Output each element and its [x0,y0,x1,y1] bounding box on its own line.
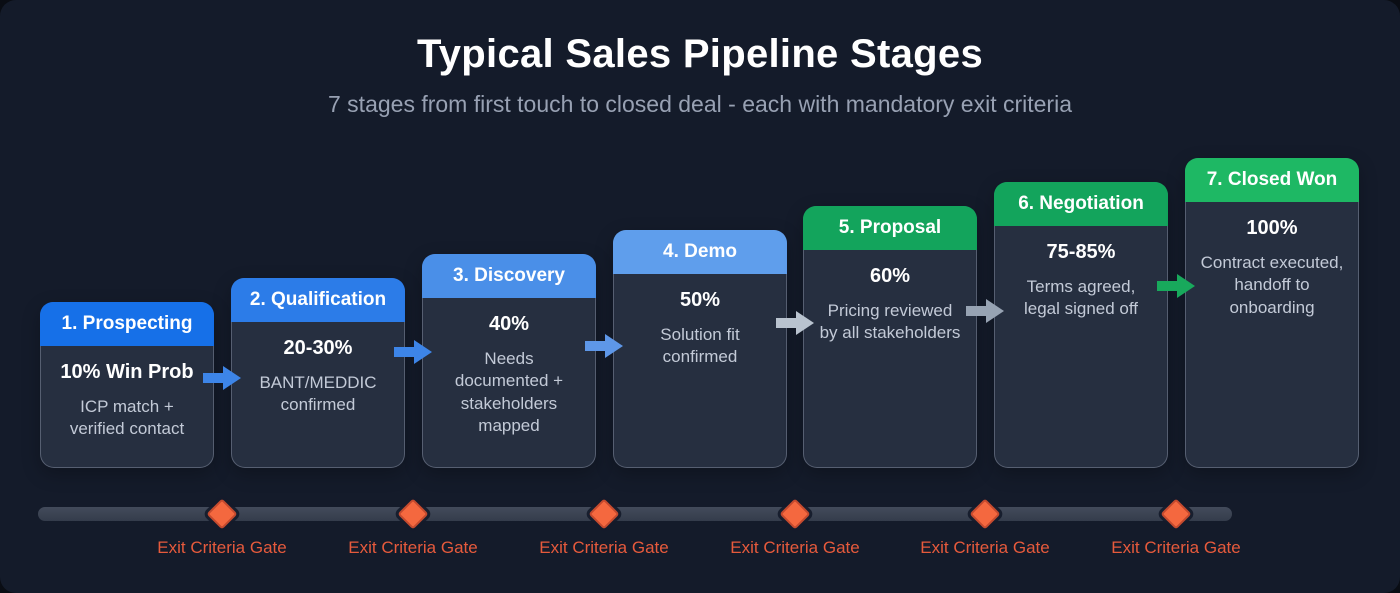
stage-win-probability: 20-30% [283,337,353,359]
stage-exit-criteria: Needs documented + stakeholders mapped [454,349,564,436]
stage-win-probability: 40% [488,313,530,335]
stage-exit-criteria: Terms agreed, legal signed off [1023,277,1139,319]
page-title: Typical Sales Pipeline Stages [417,32,983,76]
gate-diamond-icon [588,498,620,530]
right-arrow-icon [776,311,814,335]
diagram-header: Typical Sales Pipeline Stages 7 stages f… [0,32,1400,118]
stage-title: 3. Discovery [453,265,565,286]
gate-label: Exit Criteria Gate [539,538,669,557]
stage-card-proposal: 5. Proposal 60% Pricing reviewed by all … [803,206,977,468]
right-arrow-icon [585,334,623,358]
gate-diamond-icon [206,498,238,530]
gate-diamond-icon [969,498,1001,530]
gate-label: Exit Criteria Gate [157,538,287,557]
right-arrow-icon [203,366,241,390]
stage-exit-criteria: Contract executed, handoff to onboarding [1200,253,1344,317]
stage-title: 2. Qualification [249,289,387,310]
stage-title: 5. Proposal [838,217,942,238]
stage-header-demo: 4. Demo [613,230,787,274]
gate-diamond-icon [779,498,811,530]
stage-title: 7. Closed Won [1206,169,1338,190]
gate-diamond-icon [1160,498,1192,530]
stage-title: 1. Prospecting [61,313,193,334]
gate-label: Exit Criteria Gate [920,538,1050,557]
stage-card-prospecting: 1. Prospecting 10% Win Prob ICP match + … [40,302,214,468]
stage-header-closed-won: 7. Closed Won [1185,158,1359,202]
gate-diamond-icon [397,498,429,530]
stage-win-probability: 50% [679,289,721,311]
stage-exit-criteria: Solution fit confirmed [660,325,740,367]
stage-card-negotiation: 6. Negotiation 75-85% Terms agreed, lega… [994,182,1168,468]
stage-header-negotiation: 6. Negotiation [994,182,1168,226]
stage-card-closed-won: 7. Closed Won 100% Contract executed, ha… [1185,158,1359,468]
stage-title: 6. Negotiation [1018,193,1144,214]
stage-exit-criteria: Pricing reviewed by all stakeholders [819,301,961,343]
right-arrow-icon [394,340,432,364]
right-arrow-icon [966,299,1004,323]
stage-card-qualification: 2. Qualification 20-30% BANT/MEDDIC conf… [231,278,405,468]
right-arrow-icon [1157,274,1195,298]
stage-exit-criteria: ICP match + verified contact [69,397,185,439]
timeline-bar [38,507,1232,521]
stage-header-discovery: 3. Discovery [422,254,596,298]
stage-win-probability: 100% [1246,217,1298,239]
stage-header-prospecting: 1. Prospecting [40,302,214,346]
stage-card-discovery: 3. Discovery 40% Needs documented + stak… [422,254,596,468]
stage-win-probability: 10% Win Prob [60,361,194,383]
stage-header-proposal: 5. Proposal [803,206,977,250]
page-subtitle: 7 stages from first touch to closed deal… [328,91,1072,117]
gate-label: Exit Criteria Gate [348,538,478,557]
stage-win-probability: 75-85% [1046,241,1116,263]
stage-header-qualification: 2. Qualification [231,278,405,322]
stage-card-demo: 4. Demo 50% Solution fit confirmed [613,230,787,468]
stage-exit-criteria: BANT/MEDDIC confirmed [259,373,377,415]
gate-label: Exit Criteria Gate [1111,538,1241,557]
stage-win-probability: 60% [869,265,911,287]
gate-label: Exit Criteria Gate [730,538,860,557]
stage-title: 4. Demo [663,241,737,262]
